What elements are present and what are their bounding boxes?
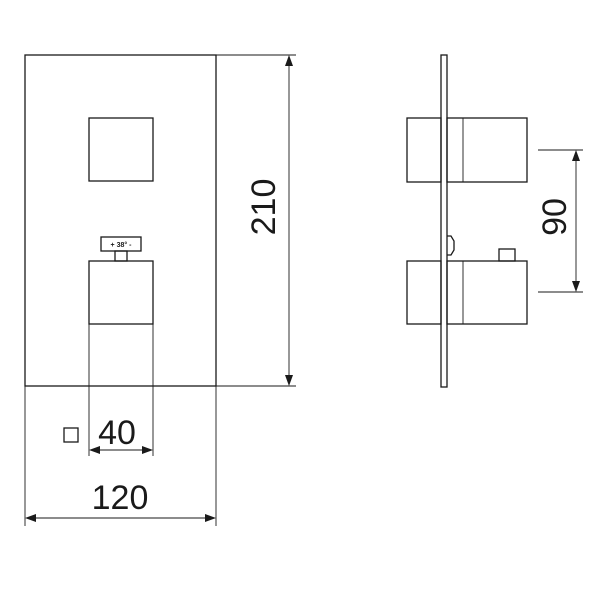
side-lower-knob-back xyxy=(406,260,442,325)
side-view xyxy=(406,54,528,388)
spacing-label: 90 xyxy=(536,198,574,236)
spacing-dimension: 90 xyxy=(536,149,583,293)
height-label: 210 xyxy=(245,179,283,236)
side-lower-knob-front xyxy=(446,260,528,325)
side-plate xyxy=(440,54,448,388)
side-upper-knob-front xyxy=(446,117,528,183)
thermostat-indicator: + 38° - xyxy=(100,236,142,262)
total-width-label: 120 xyxy=(92,479,149,517)
knob-width-dimension: 40 xyxy=(63,324,154,456)
side-indicator-tab xyxy=(498,248,516,262)
thermostat-scale-label: + 38° - xyxy=(111,241,133,249)
height-dimension: 210 xyxy=(216,54,296,387)
upper-knob xyxy=(88,117,154,182)
knob-width-label: 40 xyxy=(98,414,136,452)
square-symbol xyxy=(63,427,79,443)
side-upper-knob-back xyxy=(406,117,442,183)
lower-knob xyxy=(88,260,154,325)
total-width-dimension: 120 xyxy=(24,386,217,526)
side-pin xyxy=(447,235,455,256)
cover-plate xyxy=(24,54,217,387)
front-view: + 38° - xyxy=(24,54,217,387)
